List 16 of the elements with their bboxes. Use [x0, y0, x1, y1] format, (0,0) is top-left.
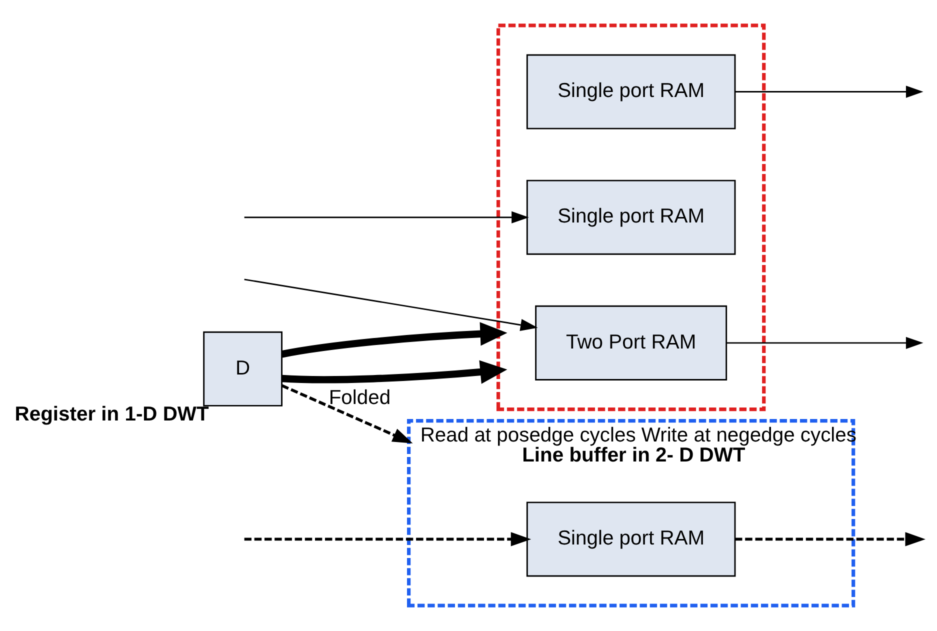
arrow — [726, 336, 924, 349]
node-box: Single port RAM — [526, 54, 736, 130]
arrow — [244, 278, 538, 331]
edge-label: Folded — [328, 386, 391, 409]
node-box: Single port RAM — [526, 180, 736, 255]
arrow — [735, 532, 926, 546]
node-box: Single port RAM — [526, 502, 736, 577]
arrow — [244, 211, 529, 224]
arrow — [281, 322, 508, 358]
node-box: Two Port RAM — [535, 305, 728, 380]
arrow — [282, 360, 508, 384]
arrow — [735, 86, 924, 98]
arrow — [244, 532, 532, 546]
arrow — [281, 384, 413, 444]
cluster — [496, 24, 766, 412]
node-box: D — [203, 331, 283, 406]
